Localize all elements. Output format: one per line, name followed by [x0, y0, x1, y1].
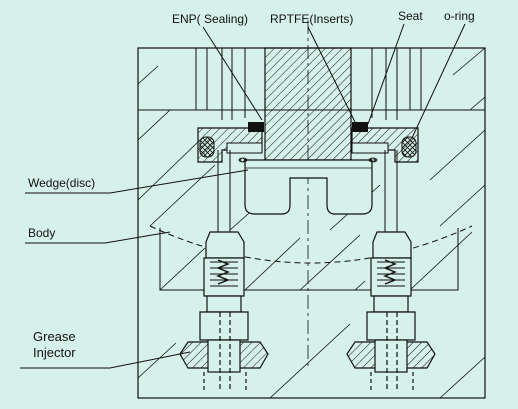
labels: ENP( Sealing) RPTFE(Inserts) Seat o-ring… — [28, 9, 475, 360]
label-rptfe: RPTFE(Inserts) — [270, 12, 353, 26]
label-wedge: Wedge(disc) — [28, 176, 95, 190]
label-body: Body — [28, 226, 55, 240]
label-oring: o-ring — [444, 9, 475, 23]
label-grease: Grease — [33, 329, 76, 344]
grease-channels — [217, 150, 398, 232]
leader-lines — [20, 23, 466, 369]
valve-stem — [264, 20, 352, 370]
grease-fitting-right — [346, 231, 436, 390]
seat-ring-right — [351, 122, 419, 163]
grease-fitting-left — [179, 231, 269, 390]
label-seat: Seat — [398, 9, 423, 23]
label-injector: Injector — [33, 345, 76, 360]
bonnet-lines — [195, 48, 422, 120]
seat-ring-left — [197, 122, 264, 163]
label-enp: ENP( Sealing) — [172, 12, 248, 26]
wedge-disc — [244, 159, 373, 215]
